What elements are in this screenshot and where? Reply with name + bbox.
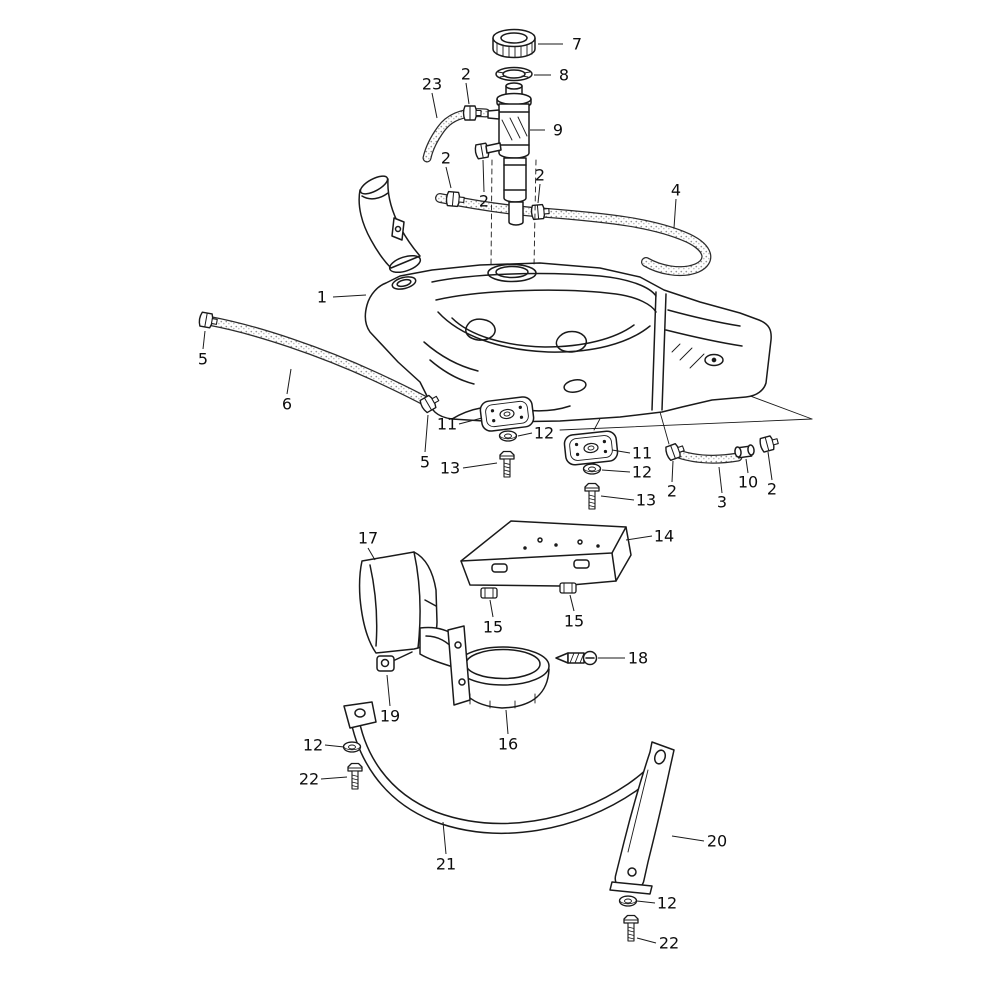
callout-number-6: 6 bbox=[282, 395, 292, 414]
callout-number-3: 3 bbox=[717, 493, 727, 512]
callout-leader-2 bbox=[482, 159, 485, 193]
callout-number-7: 7 bbox=[572, 35, 582, 54]
side-shield bbox=[358, 551, 461, 669]
washer-12-b bbox=[582, 463, 602, 475]
callout-leader-23 bbox=[431, 92, 438, 119]
callout-number-18: 18 bbox=[628, 649, 648, 668]
callout-leader-13 bbox=[600, 495, 635, 501]
callout-leader-20 bbox=[671, 835, 705, 842]
callout-leader-3 bbox=[718, 466, 723, 494]
callout-number-12: 12 bbox=[657, 894, 677, 913]
callout-leader-1 bbox=[332, 294, 367, 298]
clip-19 bbox=[376, 651, 413, 672]
support-bracket bbox=[609, 741, 675, 895]
callout-number-16: 16 bbox=[498, 735, 518, 754]
callout-leader-17 bbox=[367, 547, 376, 561]
callout-leader-15 bbox=[569, 594, 575, 612]
callout-number-5: 5 bbox=[198, 350, 208, 369]
callout-leader-22 bbox=[320, 776, 348, 780]
callout-leader-12 bbox=[517, 432, 533, 437]
callout-number-22: 22 bbox=[659, 934, 679, 953]
hose-clamp-2-c bbox=[462, 105, 482, 121]
callout-leader-13 bbox=[462, 462, 498, 469]
bolt-13-a bbox=[499, 450, 515, 478]
callout-leader-11 bbox=[611, 449, 631, 454]
callout-number-12: 12 bbox=[632, 463, 652, 482]
callout-leader-6 bbox=[286, 368, 292, 395]
callout-number-15: 15 bbox=[483, 618, 503, 637]
callout-number-11: 11 bbox=[437, 415, 457, 434]
callout-leader-21 bbox=[442, 821, 447, 855]
hose-3 bbox=[668, 447, 743, 464]
callout-leader-12 bbox=[324, 744, 345, 748]
callout-number-22: 22 bbox=[299, 770, 319, 789]
callout-leader-2 bbox=[445, 166, 452, 189]
callout-number-2: 2 bbox=[767, 480, 777, 499]
callout-leader-2 bbox=[465, 82, 470, 105]
callout-number-9: 9 bbox=[553, 121, 563, 140]
heat-shield-upper bbox=[460, 520, 632, 587]
callout-leader-11 bbox=[458, 417, 483, 425]
callout-number-13: 13 bbox=[440, 459, 460, 478]
callout-leader-2 bbox=[671, 460, 674, 483]
bolt-22-b bbox=[623, 914, 639, 942]
callout-leader-5 bbox=[424, 414, 429, 453]
callout-leader-14 bbox=[625, 535, 653, 541]
screw-18 bbox=[555, 650, 598, 666]
clip-15-a bbox=[480, 587, 498, 599]
washer-12-d bbox=[618, 895, 638, 907]
callout-leader-19 bbox=[386, 674, 391, 707]
callout-number-23: 23 bbox=[422, 75, 442, 94]
bolt-13-b bbox=[584, 482, 600, 510]
mounting-plate-11-a bbox=[478, 395, 536, 433]
seal-ring bbox=[495, 66, 533, 82]
callout-number-13: 13 bbox=[636, 491, 656, 510]
callout-number-20: 20 bbox=[707, 832, 727, 851]
callout-number-2: 2 bbox=[667, 482, 677, 501]
callout-leader-16 bbox=[505, 709, 509, 735]
bolt-22-a bbox=[347, 762, 363, 790]
washer-12-a bbox=[498, 430, 518, 442]
callout-number-11: 11 bbox=[632, 444, 652, 463]
callout-leader-10 bbox=[745, 458, 749, 474]
callout-leader-4 bbox=[673, 198, 677, 229]
clip-15-b bbox=[559, 582, 577, 594]
callout-number-12: 12 bbox=[534, 424, 554, 443]
callout-number-19: 19 bbox=[380, 707, 400, 726]
fuel-cap bbox=[492, 28, 536, 59]
callout-number-21: 21 bbox=[436, 855, 456, 874]
callout-leader-2 bbox=[537, 183, 541, 204]
hose-clamp-2-f bbox=[758, 433, 781, 454]
mounting-plate-11-b bbox=[562, 429, 620, 467]
connector-10 bbox=[734, 444, 755, 459]
callout-leader-5 bbox=[202, 330, 206, 350]
fuel-pump bbox=[485, 82, 537, 267]
callout-leader-12 bbox=[601, 469, 631, 473]
callout-number-4: 4 bbox=[671, 181, 681, 200]
callout-leader-2 bbox=[767, 451, 773, 481]
fuel-tank bbox=[364, 262, 772, 423]
callout-number-10: 10 bbox=[738, 473, 758, 492]
callout-number-8: 8 bbox=[559, 66, 569, 85]
hose-6 bbox=[205, 316, 434, 408]
callout-number-1: 1 bbox=[317, 288, 327, 307]
callout-leader-22 bbox=[636, 937, 657, 944]
callout-number-15: 15 bbox=[564, 612, 584, 631]
callout-number-5: 5 bbox=[420, 453, 430, 472]
washer-12-c bbox=[342, 741, 362, 753]
filler-neck bbox=[358, 175, 422, 274]
callout-number-2: 2 bbox=[461, 65, 471, 84]
callout-number-14: 14 bbox=[654, 527, 674, 546]
callout-number-2: 2 bbox=[535, 166, 545, 185]
callout-number-12: 12 bbox=[303, 736, 323, 755]
callout-number-17: 17 bbox=[358, 529, 378, 548]
pump-holder-cup bbox=[447, 625, 550, 709]
callout-number-2: 2 bbox=[441, 149, 451, 168]
callout-leader-15 bbox=[489, 599, 494, 618]
callout-number-2: 2 bbox=[479, 192, 489, 211]
callout-leader-12 bbox=[636, 900, 656, 904]
